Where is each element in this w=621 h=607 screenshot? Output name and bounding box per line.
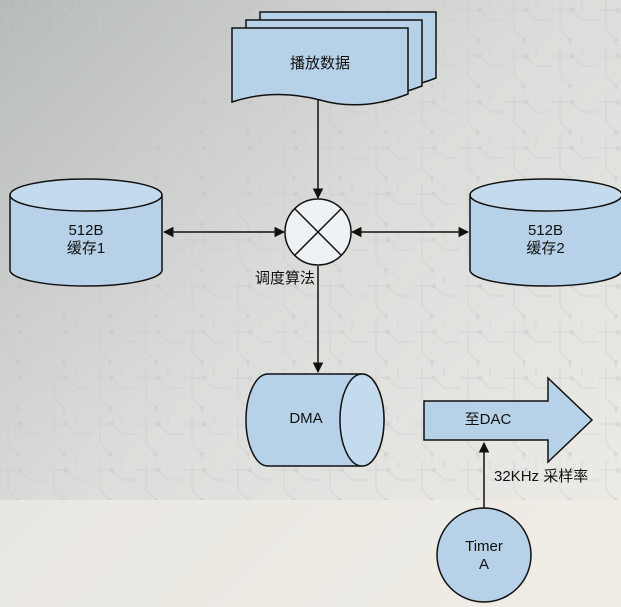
timer-a-label: Timer A: [437, 538, 531, 574]
playback-data-document-stack: [231, 11, 437, 106]
to-dac-label: 至DAC: [464, 411, 512, 428]
buffer1-size: 512B: [68, 222, 104, 239]
buffer2-cylinder: [469, 178, 621, 287]
sample-rate-label: 32KHz 采样率: [494, 468, 589, 485]
buffer1-cylinder: [9, 178, 163, 287]
buffer1-name: 缓存1: [66, 240, 106, 257]
playback-data-label: 播放数据: [289, 55, 350, 72]
dma-cylinder: [245, 373, 385, 467]
scheduling-algorithm-label: 调度算法: [254, 270, 315, 287]
timer-a-circle: [436, 507, 532, 603]
buffer1-label: 512B 缓存1: [10, 222, 162, 258]
timer-line2: A: [478, 556, 489, 573]
mixer-circle: [284, 198, 352, 266]
to-dac-arrow-shape: [423, 376, 594, 464]
timer-line1: Timer: [465, 538, 503, 555]
buffer2-name: 缓存2: [526, 240, 565, 257]
buffer2-size: 512B: [527, 222, 564, 239]
buffer2-label: 512B 缓存2: [470, 222, 621, 258]
dma-label: DMA: [289, 410, 323, 427]
